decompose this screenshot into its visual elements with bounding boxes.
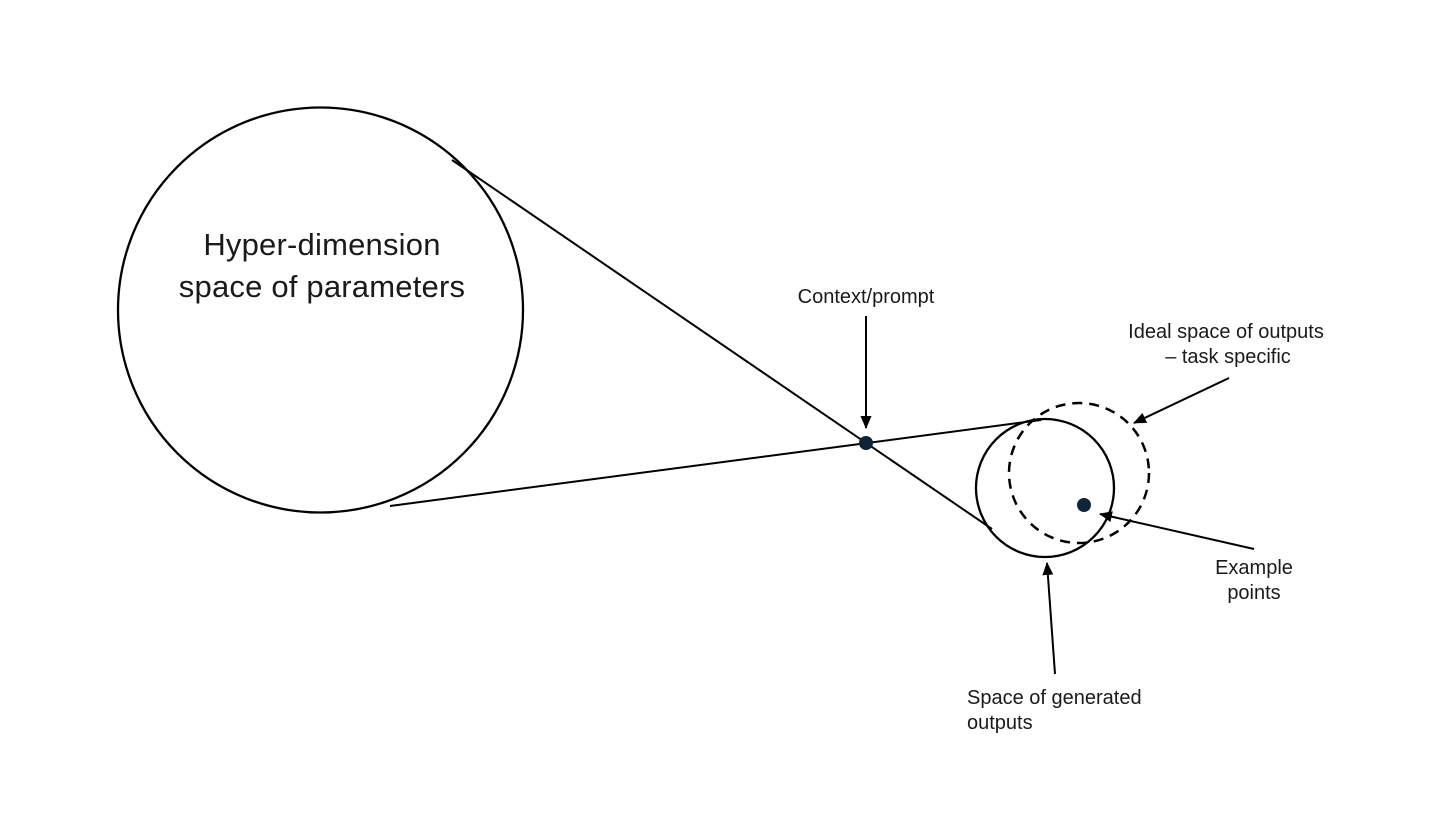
context-prompt-point xyxy=(859,436,873,450)
parameter-space-label-line1: Hyper-dimension xyxy=(203,227,440,262)
context-prompt-label: Context/prompt xyxy=(798,286,935,308)
generated-space-arrow xyxy=(1042,562,1056,675)
example-point xyxy=(1077,498,1091,512)
parameter-space-label-line2: space of parameters xyxy=(179,269,465,304)
generated-space-label-line1: Space of generated xyxy=(967,687,1142,709)
ideal-outputs-circle-dashed xyxy=(1007,401,1151,545)
ideal-space-label-line2: – task specific xyxy=(1165,346,1291,368)
projection-line-lower xyxy=(389,419,1042,507)
example-points-label-line1: Example xyxy=(1215,557,1293,579)
generated-outputs-circle xyxy=(974,417,1116,559)
example-points-label-line2: points xyxy=(1227,582,1280,604)
projection-line-upper xyxy=(451,159,993,530)
ideal-space-arrow xyxy=(1133,377,1230,424)
ideal-space-label-line1: Ideal space of outputs xyxy=(1128,321,1324,343)
generated-space-label-line2: outputs xyxy=(967,712,1033,734)
parameter-space-circle xyxy=(116,106,525,514)
example-points-arrow xyxy=(1099,511,1255,550)
